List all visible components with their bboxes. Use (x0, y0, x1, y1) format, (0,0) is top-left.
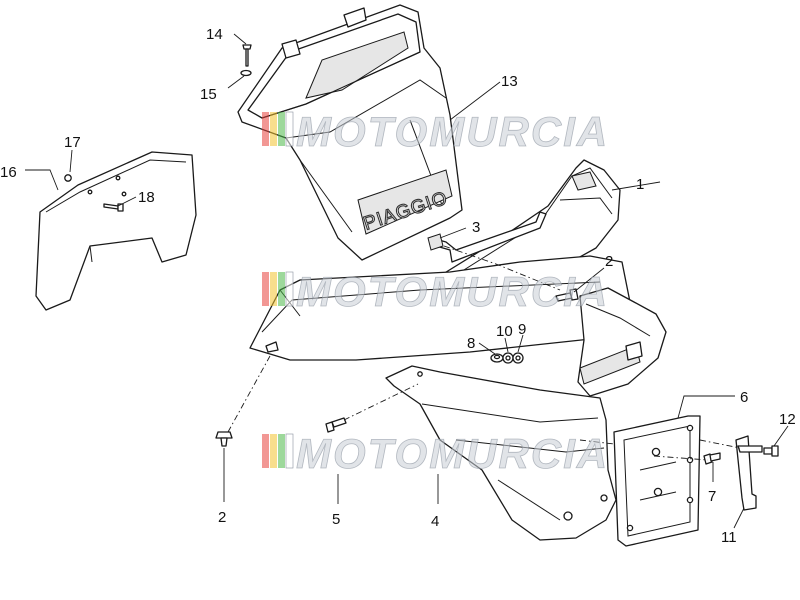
bracket-3 (427, 211, 547, 263)
screw-2-upper (555, 288, 579, 302)
callout-16: 16 (0, 164, 17, 181)
rear-light-housing (577, 287, 667, 397)
screw-7 (703, 452, 721, 465)
callout-labels: 1 2 2 3 4 5 6 7 8 9 10 11 12 13 14 15 16… (0, 26, 796, 546)
callout-18: 18 (138, 189, 155, 206)
rear-body-shell (249, 255, 633, 361)
callout-14: 14 (206, 26, 223, 43)
watermark-top: MOTOMURCIA (262, 108, 609, 155)
watermark-logo-stripes-bottom (262, 433, 294, 469)
license-plate-holder (613, 415, 701, 547)
callout-5: 5 (332, 511, 340, 528)
callout-10: 10 (496, 323, 513, 340)
watermark-text-bottom: MOTOMURCIA (296, 430, 609, 477)
watermark-middle: MOTOMURCIA (262, 268, 609, 315)
watermark-logo-stripes-middle (262, 271, 294, 307)
screw-2-lower (215, 431, 233, 447)
washer-15 (240, 69, 252, 77)
rear-mudguard (385, 365, 617, 541)
screw-12 (763, 445, 779, 457)
washer-10 (502, 352, 514, 364)
brand-plate (357, 169, 453, 235)
callout-11: 11 (721, 529, 737, 546)
watermark-logo-stripes-top (262, 111, 294, 147)
callout-6: 6 (740, 389, 748, 406)
callout-17: 17 (64, 134, 81, 151)
bracket-11 (735, 435, 763, 511)
nut-17 (64, 174, 72, 182)
callout-13: 13 (501, 73, 518, 90)
nut-8 (490, 353, 504, 363)
callout-9: 9 (518, 321, 526, 338)
leader-lines (25, 33, 789, 529)
mud-flap-panel (35, 151, 197, 311)
callout-1: 1 (636, 176, 644, 193)
callout-12: 12 (779, 411, 796, 428)
clip-3 (427, 233, 444, 251)
callout-2-upper: 2 (605, 253, 613, 270)
watermark-bottom: MOTOMURCIA (262, 430, 609, 477)
callout-2-lower: 2 (218, 509, 226, 526)
screw-14 (242, 44, 252, 67)
callout-7: 7 (708, 488, 716, 505)
watermark-text-middle: MOTOMURCIA (296, 268, 609, 315)
callout-15: 15 (200, 86, 217, 103)
screw-5 (325, 417, 347, 433)
watermark-text-top: MOTOMURCIA (296, 108, 609, 155)
callout-3: 3 (472, 219, 480, 236)
callout-8: 8 (467, 335, 475, 352)
washer-9 (512, 352, 524, 364)
callout-4: 4 (431, 513, 439, 530)
